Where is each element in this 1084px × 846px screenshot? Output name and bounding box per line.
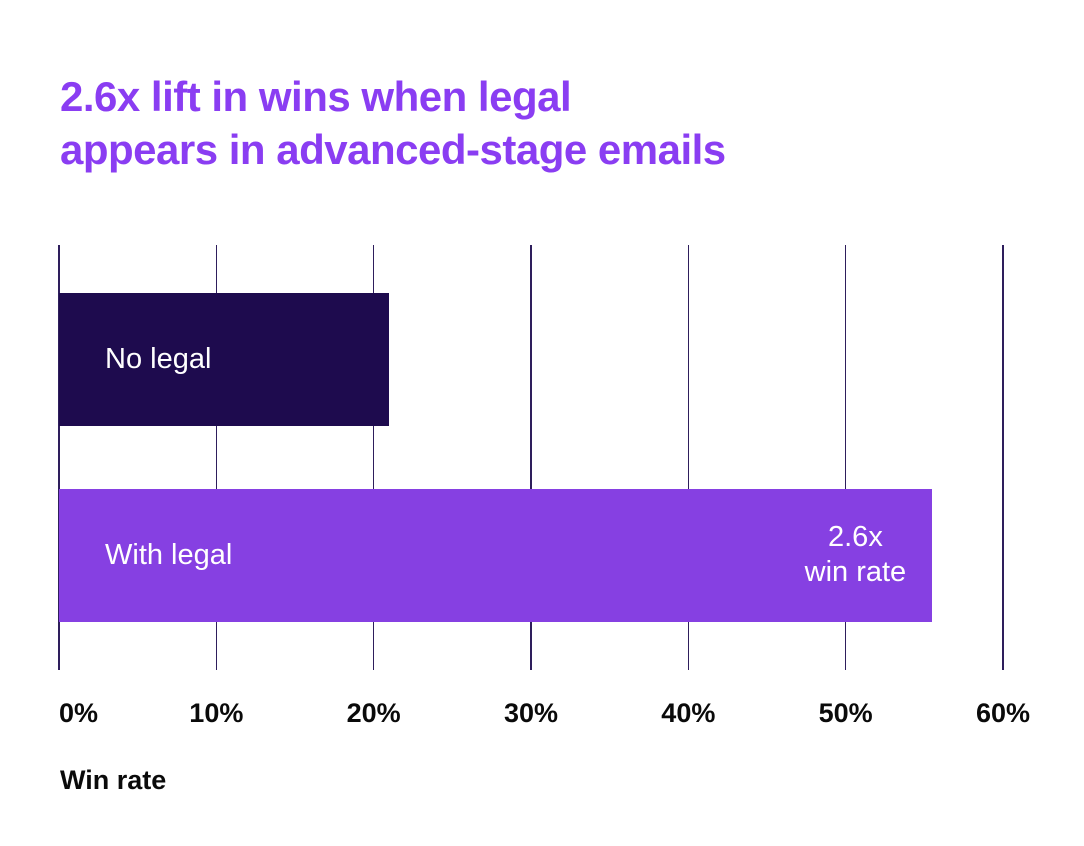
gridline-50- xyxy=(844,245,847,670)
bar-label-no-legal: No legal xyxy=(105,343,212,375)
x-axis-ticks: 0% 10% 20% 30% 40% 50% 60% xyxy=(0,698,1084,732)
x-tick-label-30-: 30% xyxy=(503,698,559,728)
bar-label-with-legal: With legal xyxy=(105,539,233,571)
chart-title-line: appears in advanced-stage emails xyxy=(60,126,726,174)
x-tick-label-50-: 50% xyxy=(818,698,873,728)
x-axis-label: Win rate xyxy=(60,765,167,795)
x-tick-label-20-: 20% xyxy=(346,698,401,728)
gridline-60- xyxy=(1002,245,1004,670)
x-tick-label-0-: 0% xyxy=(59,698,99,728)
bar-annotation-line: win rate xyxy=(804,556,907,589)
gridline-0- xyxy=(58,245,60,670)
bar-annotation-line: 2.6x xyxy=(828,520,883,553)
bar-no-legal: No legal xyxy=(59,293,390,426)
gridline-30- xyxy=(530,245,532,670)
x-tick-label-60-: 60% xyxy=(975,698,1031,728)
gridline-10- xyxy=(215,245,218,670)
chart-title: 2.6x lift in wins when legal appears in a… xyxy=(60,70,880,177)
gridline-40- xyxy=(687,245,690,670)
x-tick-label-40-: 40% xyxy=(661,698,716,728)
chart-title-line: 2.6x lift in wins when legal xyxy=(60,73,572,120)
gridline-20- xyxy=(372,245,375,670)
x-tick-label-10-: 10% xyxy=(189,698,244,728)
